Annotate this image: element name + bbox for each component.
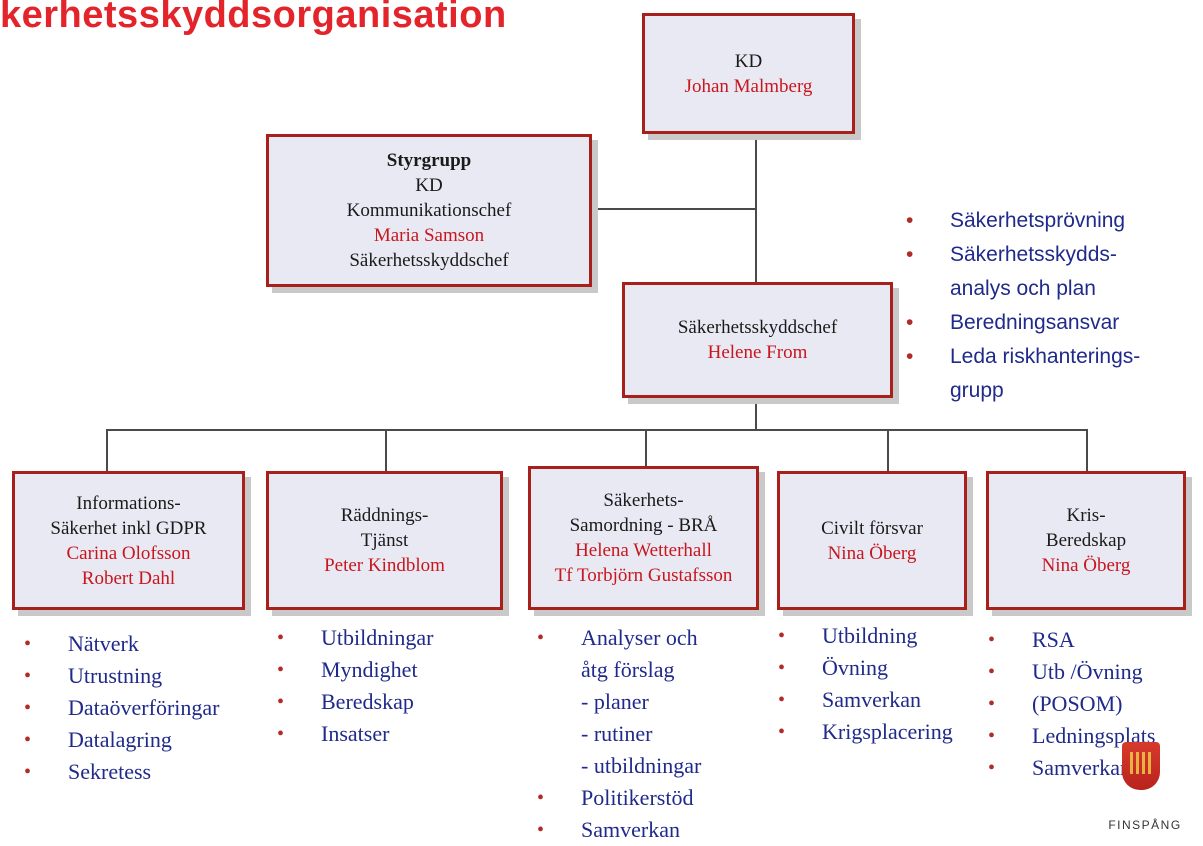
coat-of-arms-icon — [1122, 742, 1160, 790]
unit-box-civilt-forsvar: Civilt försvar Nina Öberg — [777, 471, 967, 610]
task-list-krisberedskap: RSAUtb /Övning(POSOM)LedningsplatsSamver… — [988, 624, 1155, 784]
styrgrupp-line1: KD — [415, 175, 443, 196]
task-item: Utrustning — [24, 660, 219, 692]
task-item: - planer — [581, 689, 649, 714]
task-item: Nätverk — [24, 628, 219, 660]
unit-line: Kris- — [1066, 505, 1106, 526]
logo-text: FINSPÅNG — [1108, 818, 1182, 832]
task-item: Samverkan — [778, 684, 953, 716]
unit-line: Säkerhets- — [603, 490, 684, 511]
responsibility-item: grupp — [950, 379, 1004, 402]
task-item: Politikerstöd — [537, 782, 701, 814]
unit-box-krisberedskap: Kris- Beredskap Nina Öberg — [986, 471, 1186, 610]
task-item: Datalagring — [24, 724, 219, 756]
task-list-sakerhetssamordning: Analyser och åtg förslag - planer - rutin… — [537, 622, 701, 846]
task-item: RSA — [988, 624, 1155, 656]
connector-unit-2 — [385, 429, 387, 473]
task-item: Övning — [778, 652, 953, 684]
styrgrupp-box: Styrgrupp KD Kommunikationschef Maria Sa… — [266, 134, 592, 287]
task-item: Samverkan — [537, 814, 701, 846]
task-item: Sekretess — [24, 756, 219, 788]
task-item: Myndighet — [277, 654, 433, 686]
chef-responsibilities-list: SäkerhetsprövningSäkerhetsskydds-analys … — [906, 204, 1140, 408]
task-item: Samverkan — [988, 752, 1155, 784]
styrgrupp-line3: Säkerhetsskyddschef — [349, 250, 509, 271]
page-title: kerhetsskyddsorganisation — [0, 0, 507, 36]
task-item: Utbildningar — [277, 622, 433, 654]
unit-person: Nina Öberg — [827, 542, 917, 564]
connector-unit-5 — [1086, 429, 1088, 473]
connector-unit-3 — [645, 429, 647, 467]
responsibility-item: Leda riskhanterings- — [906, 340, 1140, 374]
chef-name: Helene From — [707, 342, 808, 363]
unit-line: Informations- — [76, 492, 181, 514]
task-item: Krigsplacering — [778, 716, 953, 748]
unit-line: Säkerhet inkl GDPR — [50, 517, 207, 539]
unit-box-sakerhetssamordning: Säkerhets- Samordning - BRÅ Helena Wette… — [528, 466, 759, 610]
unit-person: Helena Wetterhall — [575, 540, 712, 561]
task-list-informationssakerhet: NätverkUtrustningDataöverföringarDatalag… — [24, 628, 219, 788]
styrgrupp-heading: Styrgrupp — [386, 150, 472, 171]
unit-line: Räddnings- — [340, 505, 429, 526]
unit-box-raddningstjanst: Räddnings- Tjänst Peter Kindblom — [266, 471, 503, 610]
task-item: Dataöverföringar — [24, 692, 219, 724]
styrgrupp-line2: Kommunikationschef — [346, 200, 512, 221]
task-item: Analyser och — [537, 622, 701, 654]
unit-line: Samordning - BRÅ — [569, 515, 718, 536]
task-item: Insatser — [277, 718, 433, 750]
task-item: Utbildning — [778, 620, 953, 652]
unit-person: Tf Torbjörn Gustafsson — [554, 565, 733, 586]
unit-person: Peter Kindblom — [324, 555, 445, 576]
responsibility-item: Säkerhetsskydds- — [906, 238, 1140, 272]
task-list-raddningstjanst: UtbildningarMyndighetBeredskapInsatser — [277, 622, 433, 750]
task-item: åtg förslag — [581, 657, 675, 682]
connector-unit-1 — [106, 429, 108, 473]
connector-bus — [106, 429, 1087, 431]
unit-line: Beredskap — [1045, 530, 1127, 551]
task-item: - utbildningar — [581, 753, 702, 778]
responsibility-item: Säkerhetsprövning — [906, 204, 1140, 238]
task-item: (POSOM) — [988, 688, 1155, 720]
task-list-civilt-forsvar: UtbildningÖvningSamverkanKrigsplacering — [778, 620, 953, 748]
connector-chef-down — [755, 396, 757, 430]
unit-person: Robert Dahl — [81, 567, 176, 589]
connector-kd-down — [755, 132, 757, 282]
task-item: - rutiner — [581, 721, 653, 746]
finspang-logo: FINSPÅNG — [1100, 742, 1190, 842]
sakerhetsskyddschef-box: Säkerhetsskyddschef Helene From — [622, 282, 893, 398]
task-item: Utb /Övning — [988, 656, 1155, 688]
kd-name: Johan Malmberg — [684, 75, 813, 97]
unit-person: Carina Olofsson — [66, 542, 191, 564]
styrgrupp-name: Maria Samson — [373, 225, 485, 246]
task-item: Beredskap — [277, 686, 433, 718]
chef-role: Säkerhetsskyddschef — [677, 317, 838, 338]
responsibility-item: analys och plan — [950, 277, 1096, 300]
unit-person: Nina Öberg — [1041, 555, 1131, 576]
unit-line: Civilt försvar — [821, 517, 923, 539]
responsibility-item: Beredningsansvar — [906, 306, 1140, 340]
connector-unit-4 — [887, 429, 889, 473]
kd-role: KD — [734, 50, 763, 72]
unit-box-informationssakerhet: Informations- Säkerhet inkl GDPR Carina … — [12, 471, 245, 610]
kd-box: KD Johan Malmberg — [642, 13, 855, 134]
unit-line: Tjänst — [360, 530, 409, 551]
connector-styrgrupp — [592, 208, 756, 210]
